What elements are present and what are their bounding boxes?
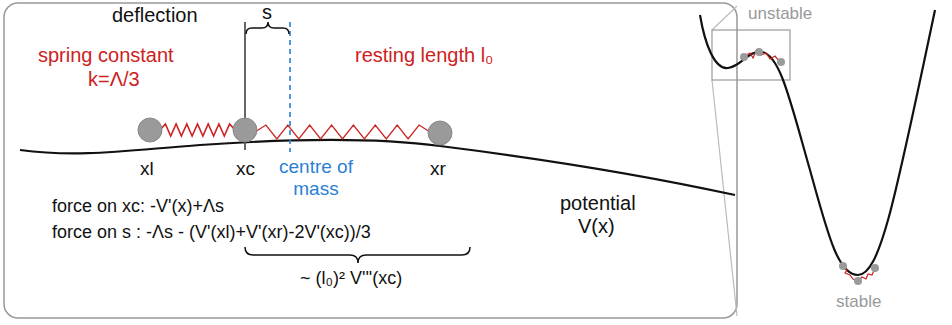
annotation: spring constant: [38, 44, 174, 67]
mass-ball: [233, 118, 257, 142]
mass-ball: [777, 58, 785, 66]
state-label: stable: [836, 292, 881, 312]
spring: [160, 124, 235, 136]
potential-curve: [20, 140, 735, 195]
formula: k=Λ/3: [88, 68, 140, 91]
formula: force on xc: -V'(x)+Λs: [52, 196, 224, 217]
zoom-panel: [4, 3, 737, 318]
formula: V(x): [578, 215, 615, 238]
annotation: deflection: [112, 4, 198, 27]
annotation: potential: [560, 192, 636, 215]
position-label: xr: [430, 158, 446, 180]
spring: [255, 125, 430, 139]
position-label: xl: [140, 158, 154, 180]
mass-ball: [740, 53, 748, 61]
symbol: s: [262, 1, 272, 24]
spring: [160, 124, 430, 139]
annotation: resting length l₀: [355, 44, 493, 67]
double-well-curve: [700, 10, 935, 275]
mass-ball: [755, 48, 763, 56]
position-label: xc: [236, 158, 255, 180]
mass-ball: [839, 262, 847, 270]
annotation: centre of mass: [275, 156, 357, 200]
zoom-box: [712, 30, 790, 80]
state-label: unstable: [748, 4, 812, 24]
mass-ball: [138, 118, 162, 142]
centre-of-mass-line: [289, 22, 291, 152]
mass-ball: [428, 121, 452, 145]
mass-ball: [871, 264, 879, 272]
zoom-line: [712, 6, 737, 30]
formula: force on s : -Λs - (V'(xl)+V'(xr)-2V'(xc…: [52, 222, 371, 243]
brace: [246, 22, 289, 34]
zoom-line: [712, 80, 737, 316]
brace: [245, 247, 470, 263]
formula: ~ (l₀)² V'''(xc): [300, 268, 402, 289]
mass-ball: [854, 277, 862, 285]
